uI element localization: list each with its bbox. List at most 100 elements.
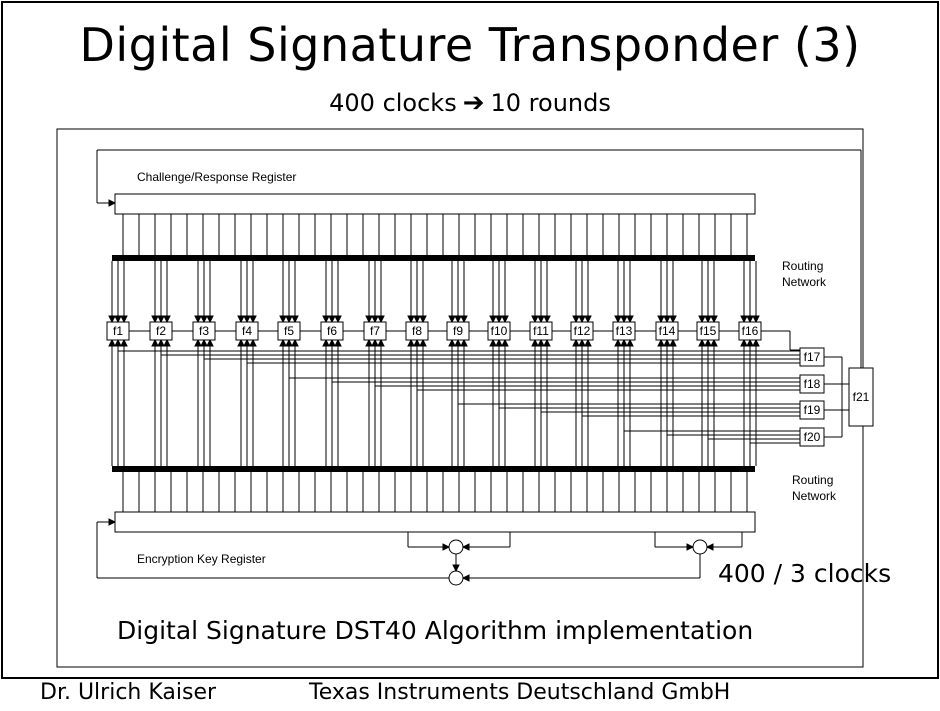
arrowhead-icon [752,315,760,324]
arrowhead-icon [704,315,712,324]
second-level-block-label: f20 [804,430,821,444]
function-block-label: f12 [574,324,591,338]
function-block-label: f2 [156,324,166,338]
function-block-frame [192,321,216,341]
function-block-label: f6 [327,324,337,338]
subtitle-left: 400 clocks [329,89,457,117]
arrowhead-icon [322,338,330,347]
function-block-label: f11 [533,324,549,338]
arrowhead-icon [740,338,748,347]
function-block-f6: f6 [320,321,344,341]
arrowhead-icon [108,338,116,347]
slide-frame [1,1,939,679]
arrowhead-icon [442,543,451,551]
arrowhead-icon [584,315,592,324]
arrowhead-icon [663,315,671,324]
arrowhead-icon [377,338,385,347]
arrowhead-icon [334,315,342,324]
arrowhead-icon [614,315,622,324]
arrowhead-icon [120,338,128,347]
function-block-frame [446,321,470,341]
arrowhead-icon [572,315,580,324]
function-block-f9: f9 [446,321,470,341]
second-level-block-label: f19 [804,403,821,417]
function-block-label: f14 [659,324,676,338]
arrowhead-icon [163,315,171,324]
arrowhead-icon [620,315,628,324]
arrowhead-icon [448,338,456,347]
function-block-frame [570,321,594,341]
arrowhead-icon [489,315,497,324]
arrowhead-icon [120,315,128,324]
second-level-block-f20: f20 [799,427,825,447]
slide-title: Digital Signature Transponder (3) [79,18,861,72]
output-block-frame [848,367,874,427]
wire-group [96,149,862,582]
challenge-register-frame [114,193,756,215]
arrowhead-icon [157,315,165,324]
arrowhead-icon [108,199,117,207]
function-block-label: f4 [242,324,252,338]
arrowhead-icon [206,338,214,347]
xor-network [448,539,708,586]
arrowhead-icon [328,315,336,324]
arrowhead-icon [243,315,251,324]
arrowhead-icon [151,315,159,324]
arrowhead-icon [531,338,539,347]
routing-network-top-line1: Routing [782,259,823,273]
arrowhead-icon [460,315,468,324]
subtitle-right: 10 rounds [490,89,611,117]
arrowhead-icon [194,315,202,324]
function-block-frame [405,321,429,341]
arrowhead-icon [237,315,245,324]
function-block-f15: f15 [696,321,720,341]
function-block-frame [529,321,553,341]
arrowhead-icon [322,315,330,324]
arrowhead-icon [108,518,117,526]
arrowhead-icon [377,315,385,324]
function-block-frame [612,321,636,341]
arrowhead-icon [710,315,718,324]
arrowhead-icon [163,338,171,347]
challenge-response-register [114,193,756,215]
arrowhead-icon [151,338,159,347]
function-block-label: f16 [742,324,759,338]
arrowhead-icon [698,338,706,347]
slide-subtitle: 400 clocks➔10 rounds [0,88,940,118]
arrowhead-icon [501,338,509,347]
arrowhead-icon [200,315,208,324]
arrowhead-icon [194,338,202,347]
arrowhead-icon [461,574,470,582]
xor-circle [692,539,708,555]
function-block-frame [235,321,259,341]
arrowhead-icon [237,338,245,347]
arrowhead-icon [669,338,677,347]
function-block-f8: f8 [405,321,429,341]
routing-network-bottom-line1: Routing [792,473,833,487]
function-block-f14: f14 [655,321,679,341]
arrowhead-icon [413,315,421,324]
arrowhead-icon [531,315,539,324]
second-level-block-frame [799,400,825,420]
function-block-f11: f11 [529,321,553,341]
function-block-f5: f5 [277,321,301,341]
function-block-frame [738,321,762,341]
function-block-label: f7 [370,324,380,338]
diagram-caption: Digital Signature DST40 Algorithm implem… [117,616,753,645]
arrowhead-icon [626,315,634,324]
arrowhead-icon [710,338,718,347]
arrowhead-icon [657,315,665,324]
arrowhead-icon [291,315,299,324]
function-block-frame [363,321,387,341]
function-block-frame [696,321,720,341]
function-block-frame [149,321,173,341]
arrowhead-icon [543,338,551,347]
second-level-block-frame [799,427,825,447]
second-level-block-frame [799,374,825,394]
footer-company: Texas Instruments Deutschland GmbH [309,680,731,705]
arrowhead-icon [114,315,122,324]
function-block-f7: f7 [363,321,387,341]
